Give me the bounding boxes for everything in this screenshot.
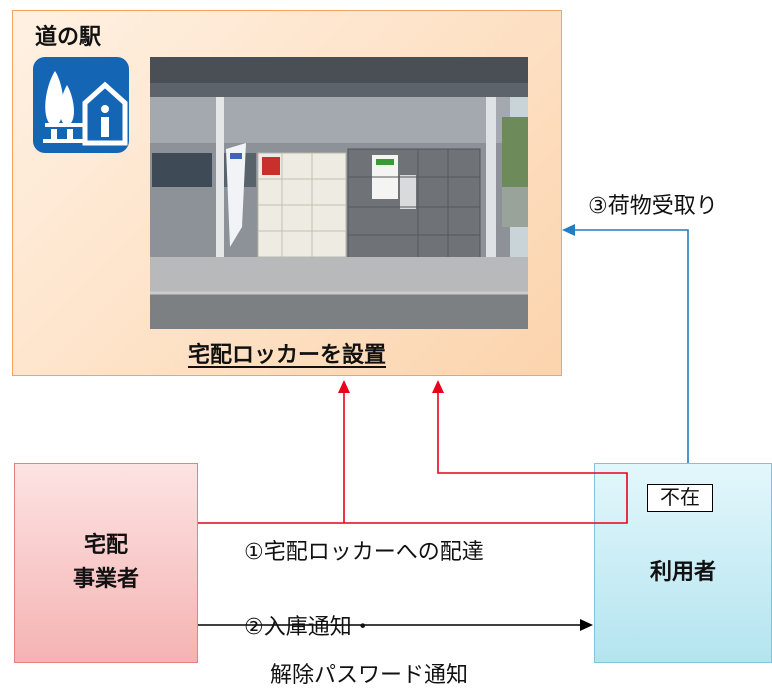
pickup-label: ③荷物受取り — [588, 194, 718, 219]
user-box: 不在 利用者 — [594, 463, 772, 663]
pickup-arrow — [562, 224, 689, 463]
delivery-label: ①宅配ロッカーへの配達 — [244, 540, 484, 565]
courier-box: 宅配 事業者 — [14, 463, 198, 663]
courier-label-line1: 宅配 — [83, 533, 128, 558]
courier-label-line2: 事業者 — [72, 567, 139, 592]
notice-label-line1: ②入庫通知・ — [244, 615, 374, 640]
user-label: 利用者 — [649, 560, 716, 585]
locker-caption: 宅配ロッカーを設置 — [187, 343, 386, 368]
roadside-station-box: 道の駅 — [12, 10, 562, 376]
michi-no-eki-logo-icon — [33, 57, 129, 153]
absent-badge: 不在 — [647, 484, 713, 512]
delivery-arrow — [198, 380, 628, 524]
parcel-locker-photo — [150, 57, 528, 329]
notice-label-line2: 解除パスワード通知 — [270, 663, 469, 688]
courier-label: 宅配 事業者 — [73, 529, 139, 597]
station-label: 道の駅 — [35, 25, 102, 50]
notice-arrow — [198, 619, 593, 631]
